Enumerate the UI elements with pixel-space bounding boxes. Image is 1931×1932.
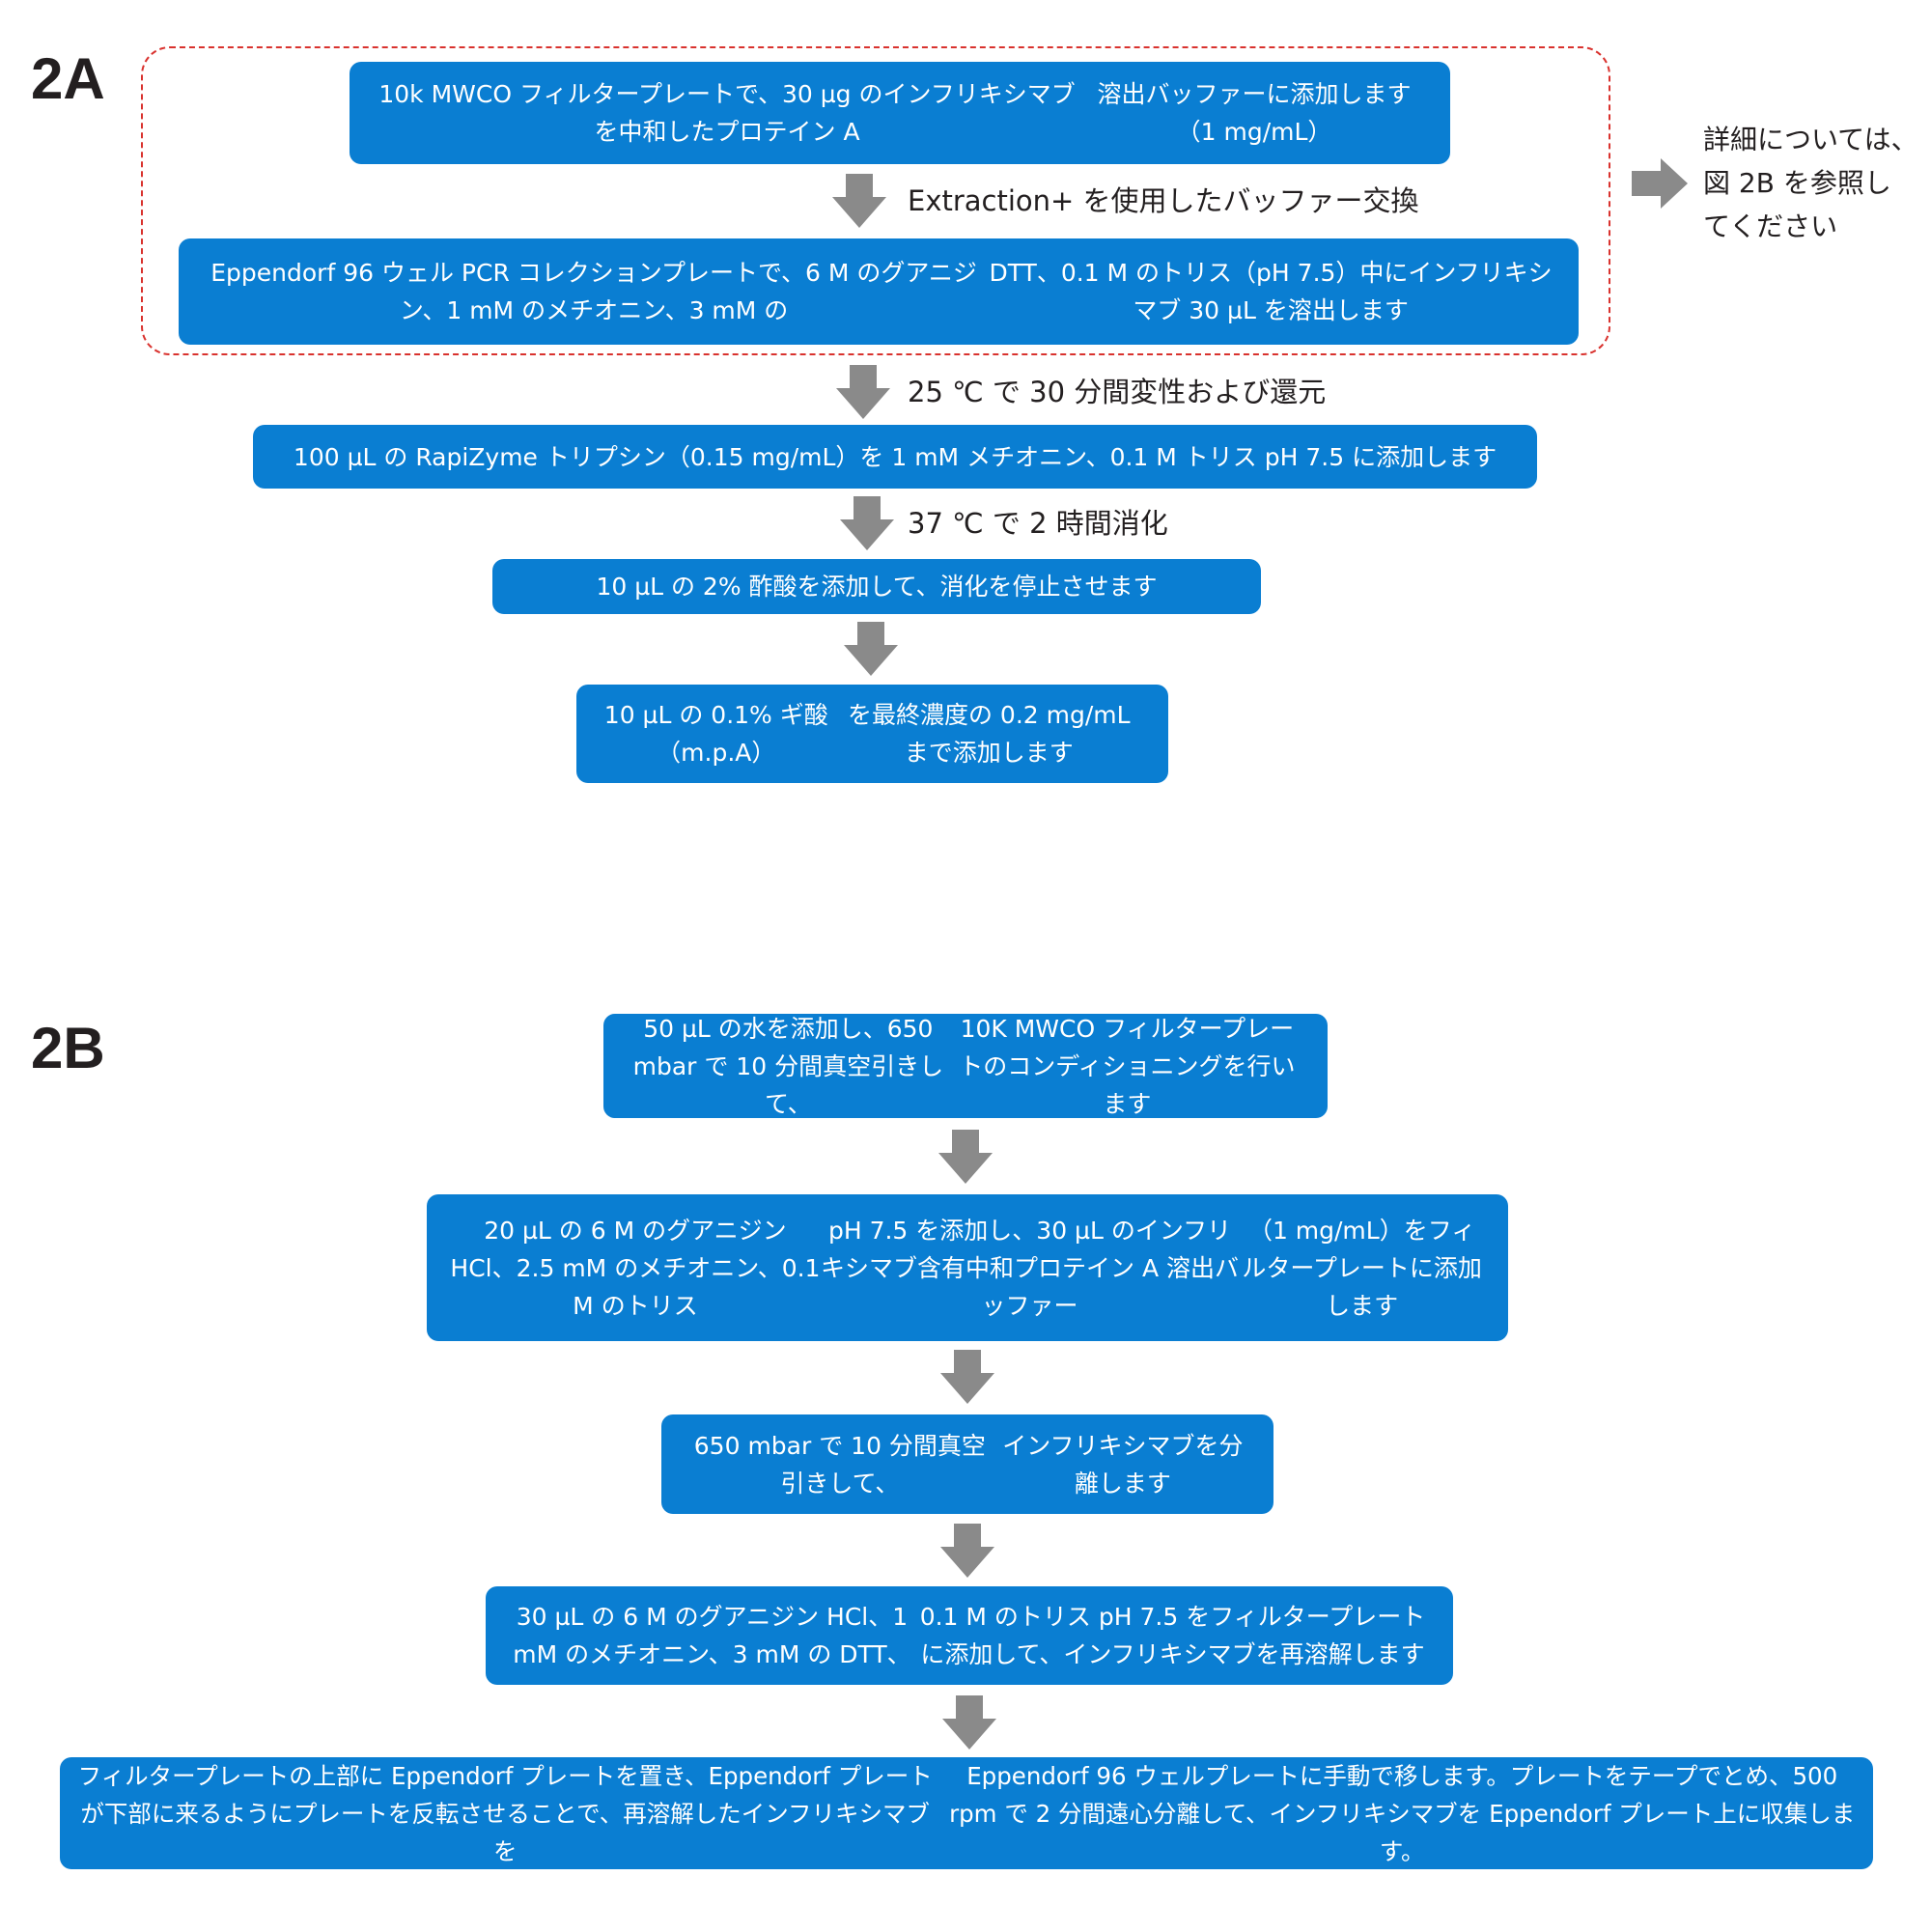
down-arrow-icon	[940, 1350, 994, 1404]
step-a4-line: 10 µL の 2% 酢酸を添加して、消化を停止させます	[596, 573, 1158, 601]
see-figure-2b-line: 詳細については、	[1703, 124, 1918, 155]
step-b4-line: 0.1 M のトリス pH 7.5 をフィルタープレートに添加して、インフリキシ…	[919, 1603, 1426, 1668]
step-a3-line: 100 µL の RapiZyme トリプシン（0.15 mg/mL）を 1 m…	[293, 442, 1497, 471]
step-a2-line: DTT、0.1 M のトリス（pH 7.5）中にインフリキシマブ 30 µL を…	[989, 259, 1553, 324]
step-a2-line: Eppendorf 96 ウェル PCR コレクションプレートで、6 M のグア…	[210, 259, 977, 324]
step-b4-box: 30 µL の 6 M のグアニジン HCl、1 mM のメチオニン、3 mM …	[486, 1586, 1453, 1685]
step-b3-box: 650 mbar で 10 分間真空引きして、 インフリキシマブを分離します	[661, 1414, 1273, 1514]
down-arrow-icon	[938, 1130, 993, 1184]
see-figure-2b-line: 図 2B を参照し	[1703, 167, 1891, 199]
grouping-outline	[141, 46, 1610, 355]
step-a5-line: 10 µL の 0.1% ギ酸（m.p.A）	[603, 701, 828, 767]
step-a5-line: を最終濃度の 0.2 mg/mL まで添加します	[847, 701, 1131, 767]
down-arrow-icon	[844, 622, 898, 676]
step-b5-line: Eppendorf 96 ウェルプレートに手動で移します。プレートをテープでとめ…	[949, 1761, 1856, 1865]
step-b3-line: 650 mbar で 10 分間真空引きして、	[693, 1431, 986, 1498]
step-b2-line: 20 µL の 6 M のグアニジン HCl、2.5 mM のメチオニン、0.1…	[450, 1216, 821, 1320]
step-a1-line: 溶出バッファーに添加します（1 mg/mL）	[1097, 80, 1412, 146]
step-b1-line: 50 µL の水を添加し、650 mbar で 10 分間真空引きして、	[632, 1014, 944, 1118]
step-a4-box: 10 µL の 2% 酢酸を添加して、消化を停止させます	[492, 559, 1261, 614]
down-arrow-icon	[840, 496, 894, 550]
down-arrow-icon	[940, 1524, 994, 1578]
arrow-note-digest: 37 ℃ で 2 時間消化	[908, 507, 1168, 540]
down-arrow-icon	[942, 1695, 996, 1750]
down-arrow-icon	[836, 365, 890, 419]
step-a1-box: 10k MWCO フィルタープレートで、30 µg のインフリキシマブを中和した…	[350, 62, 1450, 164]
see-figure-2b-note: 詳細については、 図 2B を参照し てください	[1703, 118, 1918, 248]
arrow-note-buffer-exchange: Extraction+ を使用したバッファー交換	[908, 184, 1419, 217]
section-label-2a: 2A	[31, 46, 105, 111]
step-b5-line: フィルタープレートの上部に Eppendorf プレートを置き、Eppendor…	[77, 1761, 933, 1865]
step-a2-box: Eppendorf 96 ウェル PCR コレクションプレートで、6 M のグア…	[179, 238, 1579, 345]
step-b1-box: 50 µL の水を添加し、650 mbar で 10 分間真空引きして、 10K…	[603, 1014, 1328, 1118]
step-a1-line: 10k MWCO フィルタープレートで、30 µg のインフリキシマブを中和した…	[378, 80, 1076, 146]
step-b2-box: 20 µL の 6 M のグアニジン HCl、2.5 mM のメチオニン、0.1…	[427, 1194, 1508, 1341]
step-b3-line: インフリキシマブを分離します	[1002, 1431, 1244, 1498]
see-figure-2b-line: てください	[1703, 210, 1838, 242]
step-a3-box: 100 µL の RapiZyme トリプシン（0.15 mg/mL）を 1 m…	[253, 425, 1537, 489]
step-b1-line: 10K MWCO フィルタープレートのコンディショニングを行います	[959, 1014, 1296, 1118]
step-b5-box: フィルタープレートの上部に Eppendorf プレートを置き、Eppendor…	[60, 1757, 1873, 1869]
right-arrow-icon	[1632, 158, 1688, 209]
step-b4-line: 30 µL の 6 M のグアニジン HCl、1 mM のメチオニン、3 mM …	[513, 1603, 911, 1668]
step-a5-box: 10 µL の 0.1% ギ酸（m.p.A） を最終濃度の 0.2 mg/mL …	[576, 685, 1168, 783]
down-arrow-icon	[832, 174, 886, 228]
arrow-note-denature-reduce: 25 ℃ で 30 分間変性および還元	[908, 376, 1327, 408]
section-label-2b: 2B	[31, 1016, 105, 1080]
step-b2-line: （1 mg/mL）をフィルタープレートに添加します	[1242, 1216, 1482, 1320]
step-b2-line: pH 7.5 を添加し、30 µL のインフリキシマブ含有中和プロテイン A 溶…	[821, 1216, 1240, 1320]
